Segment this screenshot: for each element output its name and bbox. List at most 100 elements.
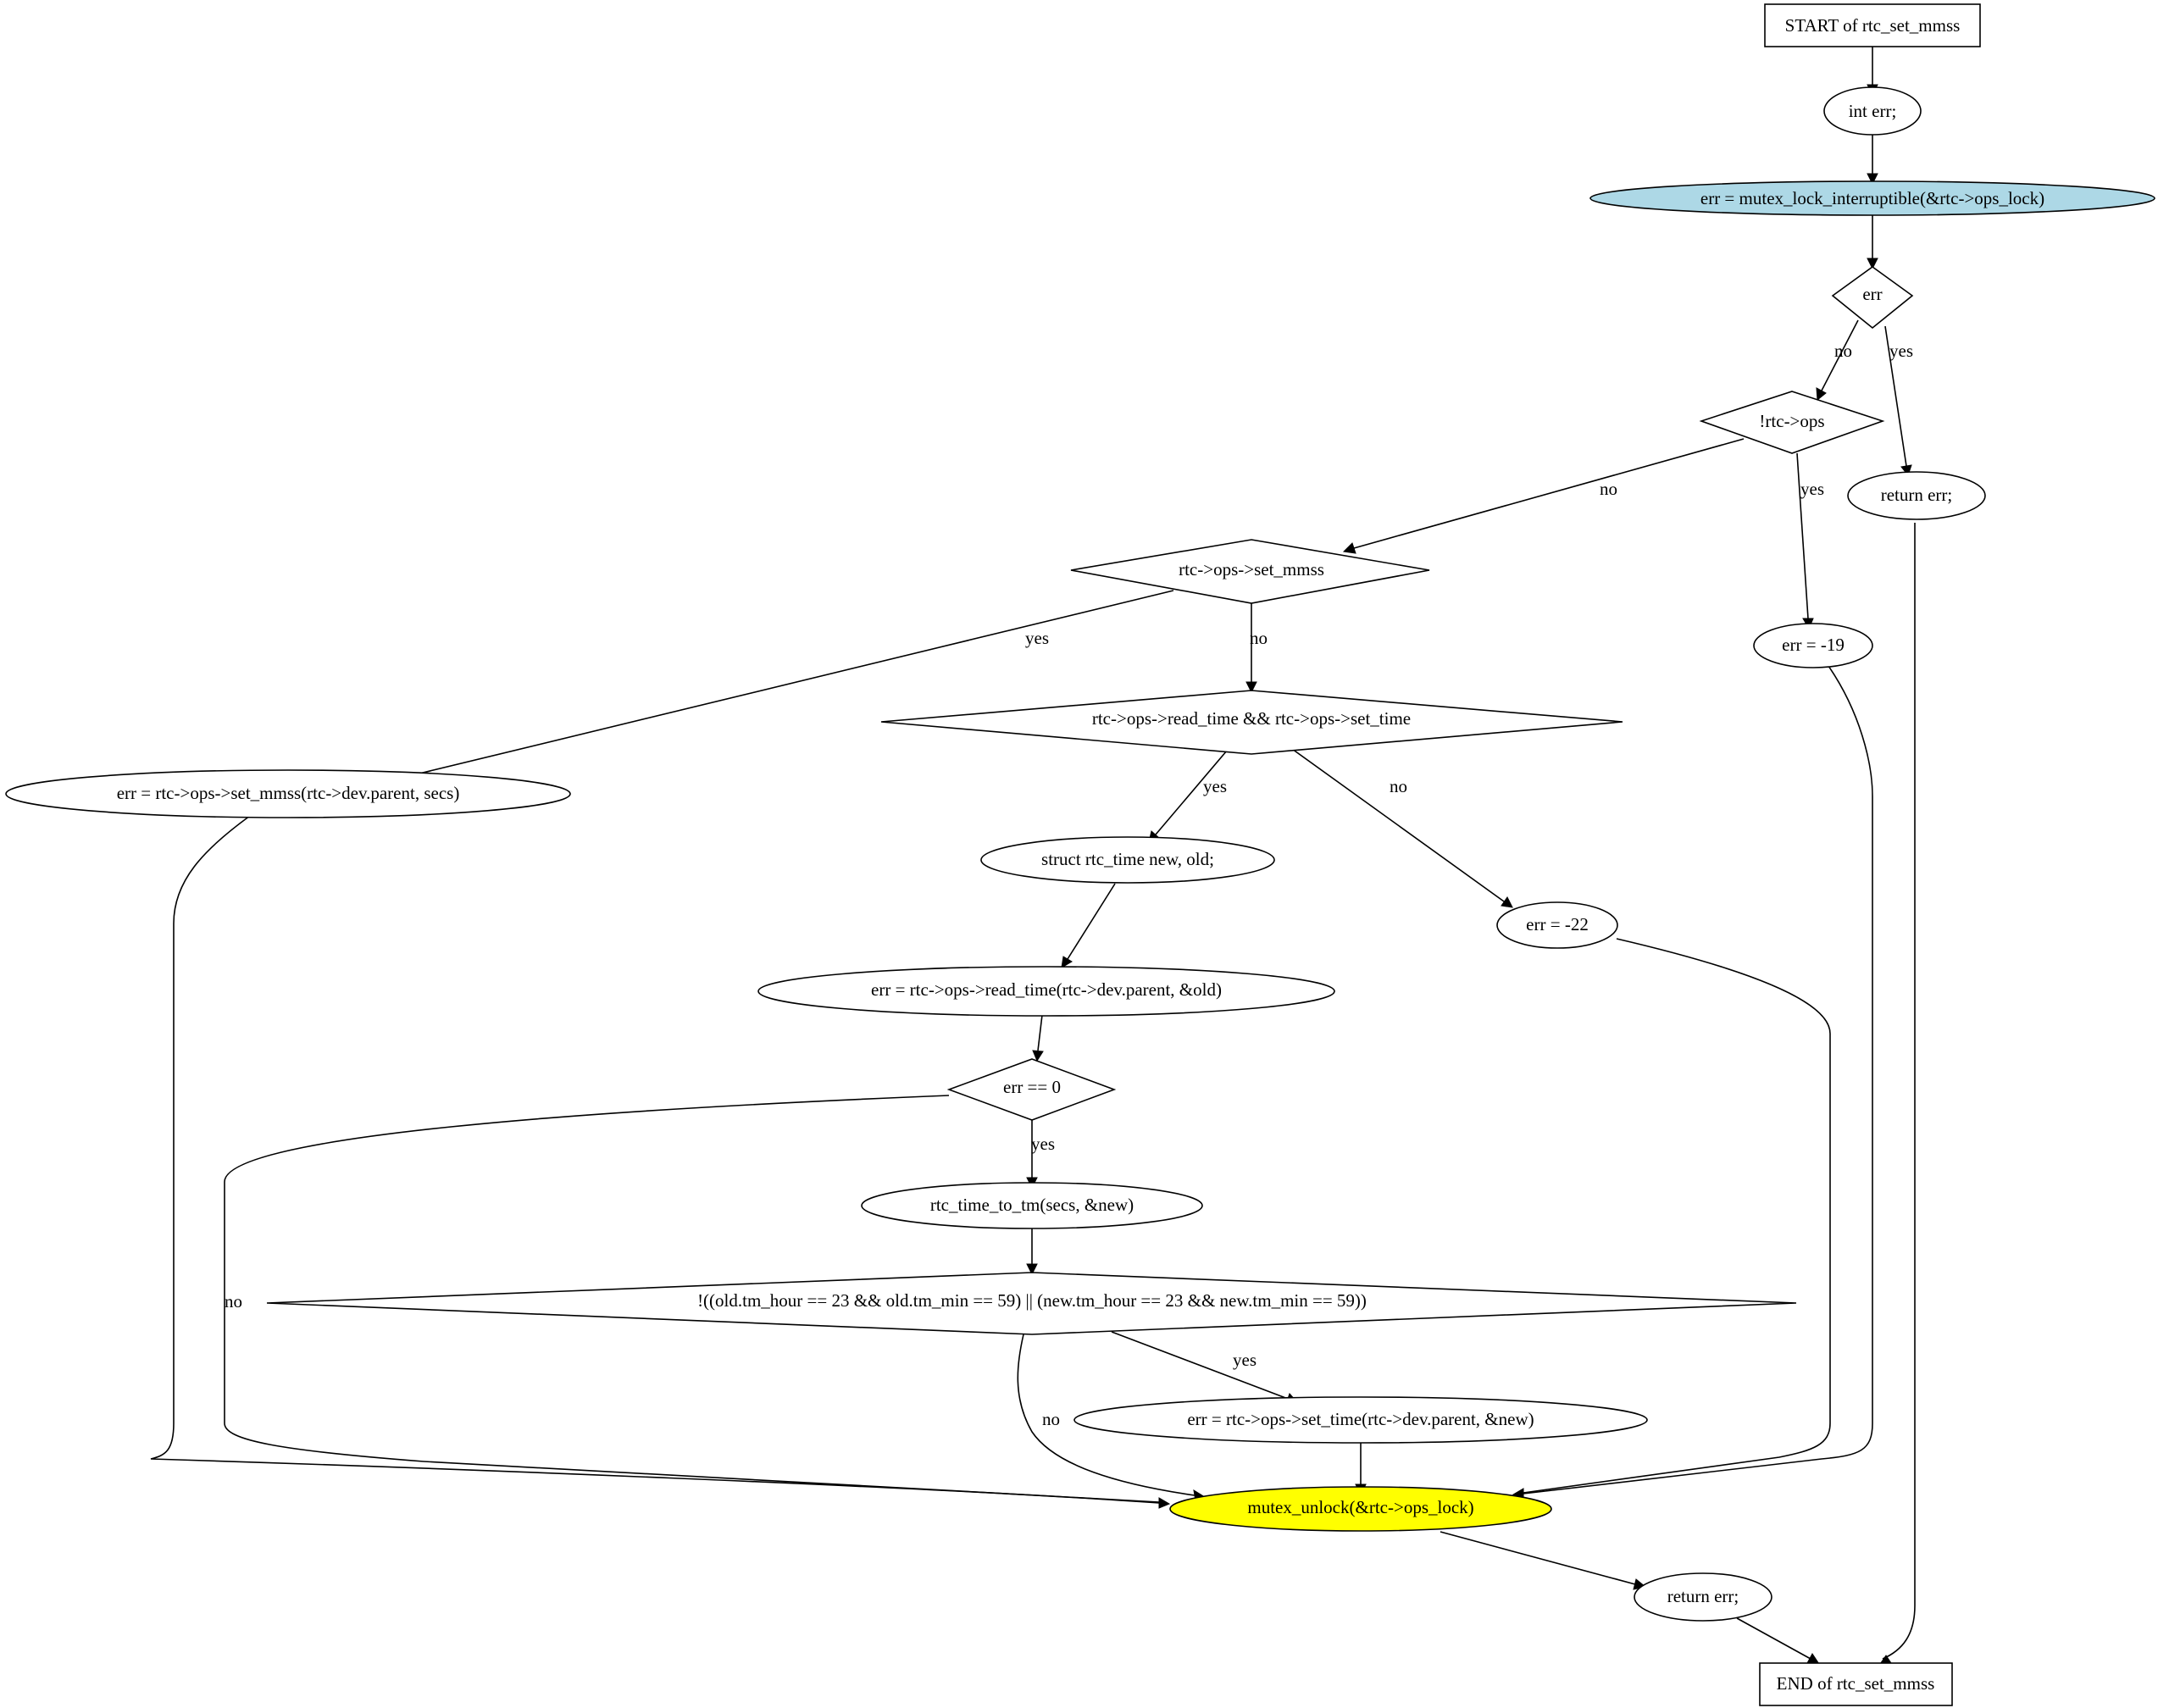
edge-label-rw-yes: yes [1203,776,1227,796]
node-if-err-zero-label: err == 0 [1003,1077,1061,1097]
edge-return-err-2-to-end-arrow [1806,1653,1820,1665]
edge-label-ops-yes: yes [1800,479,1824,499]
edge-if-hour-check-to-set-time [1111,1331,1289,1400]
nodes: START of rtc_set_mmss int err; err = mut… [5,3,2155,1706]
node-err-neg19-ellipse [1753,623,1873,668]
edge-time-to-tm-to-if-hour-check-arrow [1026,1263,1038,1276]
node-if-err-diamond [1831,266,1914,330]
node-struct-decl-ellipse [980,836,1275,884]
node-return-err-1-ellipse [1847,471,1986,520]
node-err-neg19-label: err = -19 [1782,635,1845,655]
edge-mutex-lock-to-if-err-arrow [1867,258,1878,270]
node-if-hour-check-diamond [266,1272,1797,1335]
node-return-err-2-ellipse [1634,1572,1772,1622]
node-time-to-tm-label: rtc_time_to_tm(secs, &new) [930,1195,1134,1215]
node-time-to-tm: rtc_time_to_tm(secs, &new) [861,1182,1203,1229]
node-if-err-zero: err == 0 [946,1058,1117,1121]
node-return-err-2: return err; [1634,1572,1772,1622]
edge-return-err-1-to-end [1882,523,1916,1660]
node-set-time-label: err = rtc->ops->set_time(rtc->dev.parent… [1187,1409,1534,1429]
edge-labels: no yes no yes yes no yes no yes no yes n… [225,341,1913,1429]
node-time-to-tm-ellipse [861,1182,1203,1229]
node-mutex-unlock-ellipse [1169,1486,1552,1532]
node-struct-decl: struct rtc_time new, old; [980,836,1275,884]
node-if-not-ops: !rtc->ops [1699,391,1885,454]
edge-if-err-to-if-not-ops-arrow [1816,387,1827,401]
edge-if-set-mmss-to-call-set-mmss [387,590,1174,782]
edge-if-err-to-if-not-ops [1821,319,1859,391]
edge-struct-decl-to-read-time [1067,883,1116,960]
edge-if-not-ops-to-if-set-mmss-arrow [1342,542,1356,554]
edge-err-neg19-to-mutex-unlock [1523,665,1873,1494]
edge-if-read-set-time-to-err-neg22 [1291,748,1505,902]
node-err-neg19: err = -19 [1753,623,1873,668]
node-if-err-zero-diamond [946,1058,1117,1121]
node-read-time-ellipse [757,966,1335,1017]
node-if-set-mmss: rtc->ops->set_mmss [1070,539,1430,604]
edge-label-mmss-yes: yes [1025,628,1049,648]
edge-read-time-to-if-err-zero [1037,1014,1043,1051]
node-return-err-1: return err; [1847,471,1986,520]
node-if-not-ops-label: !rtc->ops [1759,411,1824,431]
node-if-set-mmss-diamond [1070,539,1430,604]
node-if-read-set-time-label: rtc->ops->read_time && rtc->ops->set_tim… [1092,708,1411,729]
edge-label-err-yes: yes [1889,341,1913,361]
node-mutex-lock-ellipse [1589,180,2155,216]
node-return-err-2-label: return err; [1667,1586,1739,1606]
node-end-box [1759,1662,1953,1706]
node-end: END of rtc_set_mmss [1759,1662,1953,1706]
edge-label-mmss-no: no [1250,628,1268,648]
edge-call-set-mmss-to-mutex-unlock-arrow [1158,1497,1171,1509]
edge-label-zero-yes: yes [1031,1134,1055,1154]
edge-err-neg22-to-mutex-unlock [1523,938,1831,1494]
edge-if-err-zero-to-mutex-unlock [224,1095,1160,1503]
node-if-set-mmss-label: rtc->ops->set_mmss [1179,559,1324,580]
edge-read-time-to-if-err-zero-arrow [1032,1050,1044,1062]
edge-if-read-set-time-to-err-neg22-arrow [1501,896,1513,908]
node-if-hour-check-label: !((old.tm_hour == 23 && old.tm_min == 59… [697,1290,1367,1311]
node-end-label: END of rtc_set_mmss [1777,1673,1935,1694]
node-if-not-ops-diamond [1699,391,1885,454]
node-int-err: int err; [1823,86,1922,136]
node-mutex-lock-label: err = mutex_lock_interruptible(&rtc->ops… [1700,188,2044,208]
edge-label-err-no: no [1834,341,1852,361]
edge-label-ops-no: no [1600,479,1617,499]
edge-label-hour-yes: yes [1233,1350,1257,1370]
node-err-neg22-ellipse [1496,901,1618,949]
edge-mutex-unlock-to-return-err-2 [1440,1531,1636,1585]
node-start-label: START of rtc_set_mmss [1785,15,1961,36]
node-if-read-set-time-diamond [880,690,1623,755]
node-read-time-label: err = rtc->ops->read_time(rtc->dev.paren… [871,979,1222,1000]
edge-if-read-set-time-to-struct-decl [1155,750,1228,835]
edge-label-hour-no: no [1042,1409,1060,1429]
node-set-time: err = rtc->ops->set_time(rtc->dev.parent… [1073,1396,1648,1444]
edge-call-set-mmss-to-mutex-unlock [150,815,1160,1504]
node-int-err-ellipse [1823,86,1922,136]
node-mutex-lock: err = mutex_lock_interruptible(&rtc->ops… [1589,180,2155,216]
edge-return-err-2-to-end [1736,1617,1811,1660]
node-return-err-1-label: return err; [1881,485,1953,505]
node-err-neg22-label: err = -22 [1526,914,1589,934]
edge-struct-decl-to-read-time-arrow [1061,956,1073,968]
node-if-hour-check: !((old.tm_hour == 23 && old.tm_min == 59… [266,1272,1797,1335]
node-mutex-unlock: mutex_unlock(&rtc->ops_lock) [1169,1486,1552,1532]
node-int-err-label: int err; [1849,101,1897,121]
node-read-time: err = rtc->ops->read_time(rtc->dev.paren… [757,966,1335,1017]
edge-label-rw-no: no [1390,776,1407,796]
edge-if-hour-check-to-mutex-unlock [1017,1334,1195,1496]
edge-if-set-mmss-to-if-read-set-time-arrow [1245,681,1257,694]
edge-int-err-to-mutex-lock-arrow [1867,173,1878,186]
edge-if-not-ops-to-if-set-mmss [1353,438,1745,549]
node-if-read-set-time: rtc->ops->read_time && rtc->ops->set_tim… [880,690,1623,755]
node-err-neg22: err = -22 [1496,901,1618,949]
node-start: START of rtc_set_mmss [1764,3,1981,47]
node-struct-decl-label: struct rtc_time new, old; [1041,849,1214,869]
node-if-err: err [1831,266,1914,330]
node-set-time-ellipse [1073,1396,1648,1444]
edge-if-not-ops-to-err-neg19 [1796,452,1809,619]
edge-label-zero-no: no [225,1291,242,1312]
edge-if-err-to-return-err-1 [1884,325,1907,467]
node-call-set-mmss-label: err = rtc->ops->set_mmss(rtc->dev.parent… [117,783,460,803]
node-call-set-mmss-ellipse [5,769,571,818]
